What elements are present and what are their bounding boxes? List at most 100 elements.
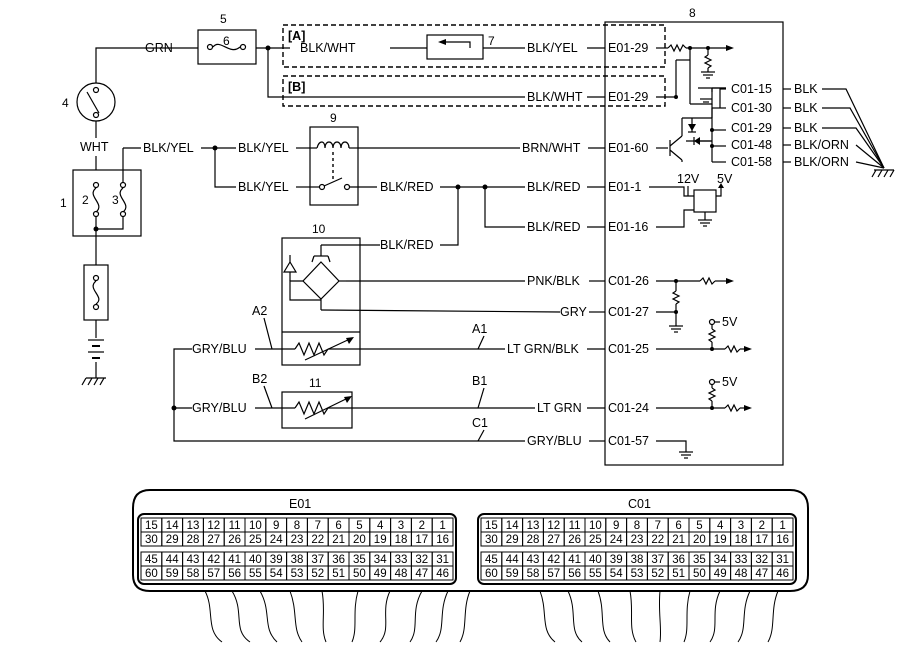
connector-pin-number: 56	[568, 568, 581, 580]
fuse-2-number: 2	[82, 193, 89, 207]
terminal-c01-15: C01-15	[731, 82, 772, 96]
connector-pin-number: 21	[672, 534, 685, 546]
connector-pin-number: 55	[589, 568, 602, 580]
gry-blu-c1-label: GRY/BLU	[527, 434, 582, 448]
connector-c01-title: C01	[628, 497, 651, 511]
fuse-3-number: 3	[112, 193, 119, 207]
connector-pin-number: 44	[506, 554, 519, 566]
connector-pin-cell	[431, 565, 454, 581]
connector-pin-number: 17	[415, 534, 428, 546]
connector-pin-number: 51	[332, 568, 345, 580]
wire-blk-orn-c58: BLK/ORN	[794, 155, 849, 169]
wht-label: WHT	[80, 140, 109, 154]
connector-pin-number: 59	[506, 568, 519, 580]
terminal-c01-30: C01-30	[731, 101, 772, 115]
terminal-c01-58: C01-58	[731, 155, 772, 169]
voltage-regulator	[693, 189, 717, 213]
connector-housing	[132, 489, 809, 592]
connector-pin-number: 16	[776, 534, 789, 546]
connector-pin-number: 3	[398, 520, 404, 532]
terminal-b1: B1	[472, 374, 487, 388]
blk-yel-relay-2-label: BLK/YEL	[238, 180, 289, 194]
pnk-blk-label: PNK/BLK	[527, 274, 580, 288]
connector-pin-number: 5	[696, 520, 702, 532]
blk-wht-b-label: BLK/WHT	[527, 90, 583, 104]
voltage-5v-a: 5V	[722, 315, 738, 329]
fuse-6-number: 6	[223, 34, 230, 48]
ignition-switch	[76, 82, 116, 122]
connector-pin-number: 20	[693, 534, 706, 546]
terminal-e01-1: E01-1	[608, 180, 641, 194]
connector-pin-number: 40	[589, 554, 602, 566]
connector-pin-number: 9	[613, 520, 619, 532]
voltage-5v-b: 5V	[722, 375, 738, 389]
connector-pin-number: 41	[228, 554, 241, 566]
sensor-11	[281, 391, 353, 429]
connector-pin-number: 9	[273, 520, 279, 532]
connector-pin-number: 4	[717, 520, 724, 532]
connector-pin-number: 18	[735, 534, 748, 546]
grn-label: GRN	[145, 41, 173, 55]
connector-pin-number: 55	[249, 568, 262, 580]
voltage-5v-reg: 5V	[717, 172, 733, 186]
connector-pin-number: 21	[332, 534, 345, 546]
connector-pin-number: 11	[229, 520, 241, 532]
connector-pin-number: 24	[610, 534, 623, 546]
fuse-box-number: 1	[60, 196, 67, 210]
connector-pin-number: 60	[485, 568, 498, 580]
connector-pin-number: 47	[415, 568, 428, 580]
connector-pin-number: 7	[315, 520, 321, 532]
connector-pin-cell	[771, 531, 794, 547]
connector-pin-number: 34	[374, 554, 387, 566]
connector-pin-number: 3	[738, 520, 744, 532]
connector-pin-number: 58	[527, 568, 540, 580]
connector-pin-number: 26	[228, 534, 241, 546]
blk-red-e16-label: BLK/RED	[527, 220, 581, 234]
connector-pin-number: 40	[249, 554, 262, 566]
variant-b-tag: [B]	[288, 80, 305, 94]
blk-yel-relay-1-label: BLK/YEL	[238, 141, 289, 155]
connector-pin-number: 29	[166, 534, 179, 546]
connector-pin-number: 59	[166, 568, 179, 580]
connector-pin-number: 31	[776, 554, 789, 566]
module-7-number: 7	[488, 34, 495, 48]
connector-pin-number: 27	[547, 534, 560, 546]
connector-pin-number: 50	[353, 568, 366, 580]
connector-pin-number: 53	[631, 568, 644, 580]
connector-pin-number: 28	[187, 534, 200, 546]
terminal-c1: C1	[472, 416, 488, 430]
variant-a-box	[282, 24, 666, 68]
connector-pin-number: 26	[568, 534, 581, 546]
connector-pin-number: 34	[714, 554, 727, 566]
terminal-c01-27: C01-27	[608, 305, 649, 319]
terminal-c01-25: C01-25	[608, 342, 649, 356]
connector-pin-number: 12	[547, 520, 560, 532]
variant-a-tag: [A]	[288, 29, 305, 43]
connector-pin-number: 32	[415, 554, 428, 566]
variant-b-box	[282, 75, 666, 107]
connector-pin-number: 37	[651, 554, 664, 566]
gry-label: GRY	[560, 305, 588, 319]
sensor-10-number: 10	[312, 222, 326, 236]
brn-wht-label: BRN/WHT	[522, 141, 581, 155]
connector-pin-number: 22	[651, 534, 664, 546]
terminal-c01-29: C01-29	[731, 121, 772, 135]
connector-pin-number: 57	[207, 568, 220, 580]
connector-pin-number: 24	[270, 534, 283, 546]
connector-pin-number: 1	[779, 520, 785, 532]
connector-pin-number: 30	[145, 534, 158, 546]
connector-pin-number: 35	[693, 554, 706, 566]
connector-pin-number: 10	[589, 520, 602, 532]
connector-pin-number: 45	[145, 554, 158, 566]
connector-pin-cell	[771, 565, 794, 581]
connector-pin-number: 54	[270, 568, 283, 580]
terminal-e01-60: E01-60	[608, 141, 648, 155]
relay-9-number: 9	[330, 111, 337, 125]
connector-pin-number: 8	[294, 520, 300, 532]
blk-wht-a-label: BLK/WHT	[300, 41, 356, 55]
connector-pin-number: 17	[755, 534, 768, 546]
relay-9	[309, 126, 359, 206]
